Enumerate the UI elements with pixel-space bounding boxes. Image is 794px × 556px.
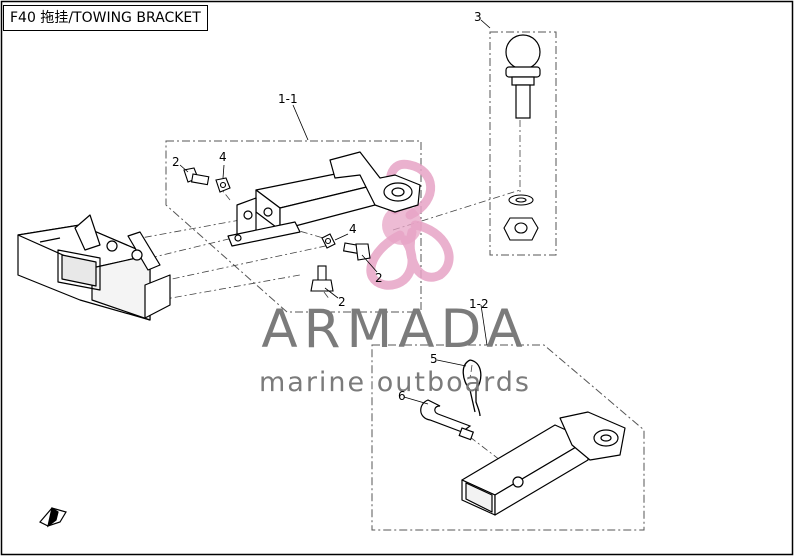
washer-part-3 xyxy=(508,194,534,206)
callout-5: 5 xyxy=(430,352,438,366)
bracket-assembly-1-1 xyxy=(227,151,421,247)
orientation-arrow-icon xyxy=(39,507,67,528)
bolt-part-2-c xyxy=(310,265,334,292)
bracket-assembly-1-2 xyxy=(461,411,626,516)
callout-3: 3 xyxy=(474,10,482,24)
receiver-hitch xyxy=(17,214,171,321)
callout-6: 6 xyxy=(398,389,406,403)
nut-part-4-b xyxy=(321,233,336,249)
tow-ball-part-3 xyxy=(505,34,541,119)
hitch-pin-part-6 xyxy=(420,399,475,441)
callout-1-2: 1-2 xyxy=(469,297,489,311)
leader-lines xyxy=(179,19,491,405)
callout-4-a: 4 xyxy=(219,150,227,164)
armada-logo-hub xyxy=(382,205,422,245)
nut-part-4-a xyxy=(215,177,231,193)
group-box-1-2 xyxy=(371,344,645,531)
callout-2-b: 2 xyxy=(375,271,383,285)
callout-1-1: 1-1 xyxy=(278,92,298,106)
group-box-3 xyxy=(489,31,557,256)
watermark-tagline: marine outboards xyxy=(258,367,531,398)
callout-2-a: 2 xyxy=(172,155,180,169)
bolt-part-2-a xyxy=(183,167,210,186)
watermark-brand: ARMADA xyxy=(261,299,529,360)
bolt-part-2-b xyxy=(342,242,371,261)
nut-part-3 xyxy=(503,217,539,241)
page-title: F40 拖挂/TOWING BRACKET xyxy=(3,5,208,31)
clip-pin-part-5 xyxy=(462,359,482,417)
callout-2-c: 2 xyxy=(338,295,346,309)
group-box-1-1 xyxy=(165,140,422,313)
callout-4-b: 4 xyxy=(349,222,357,236)
